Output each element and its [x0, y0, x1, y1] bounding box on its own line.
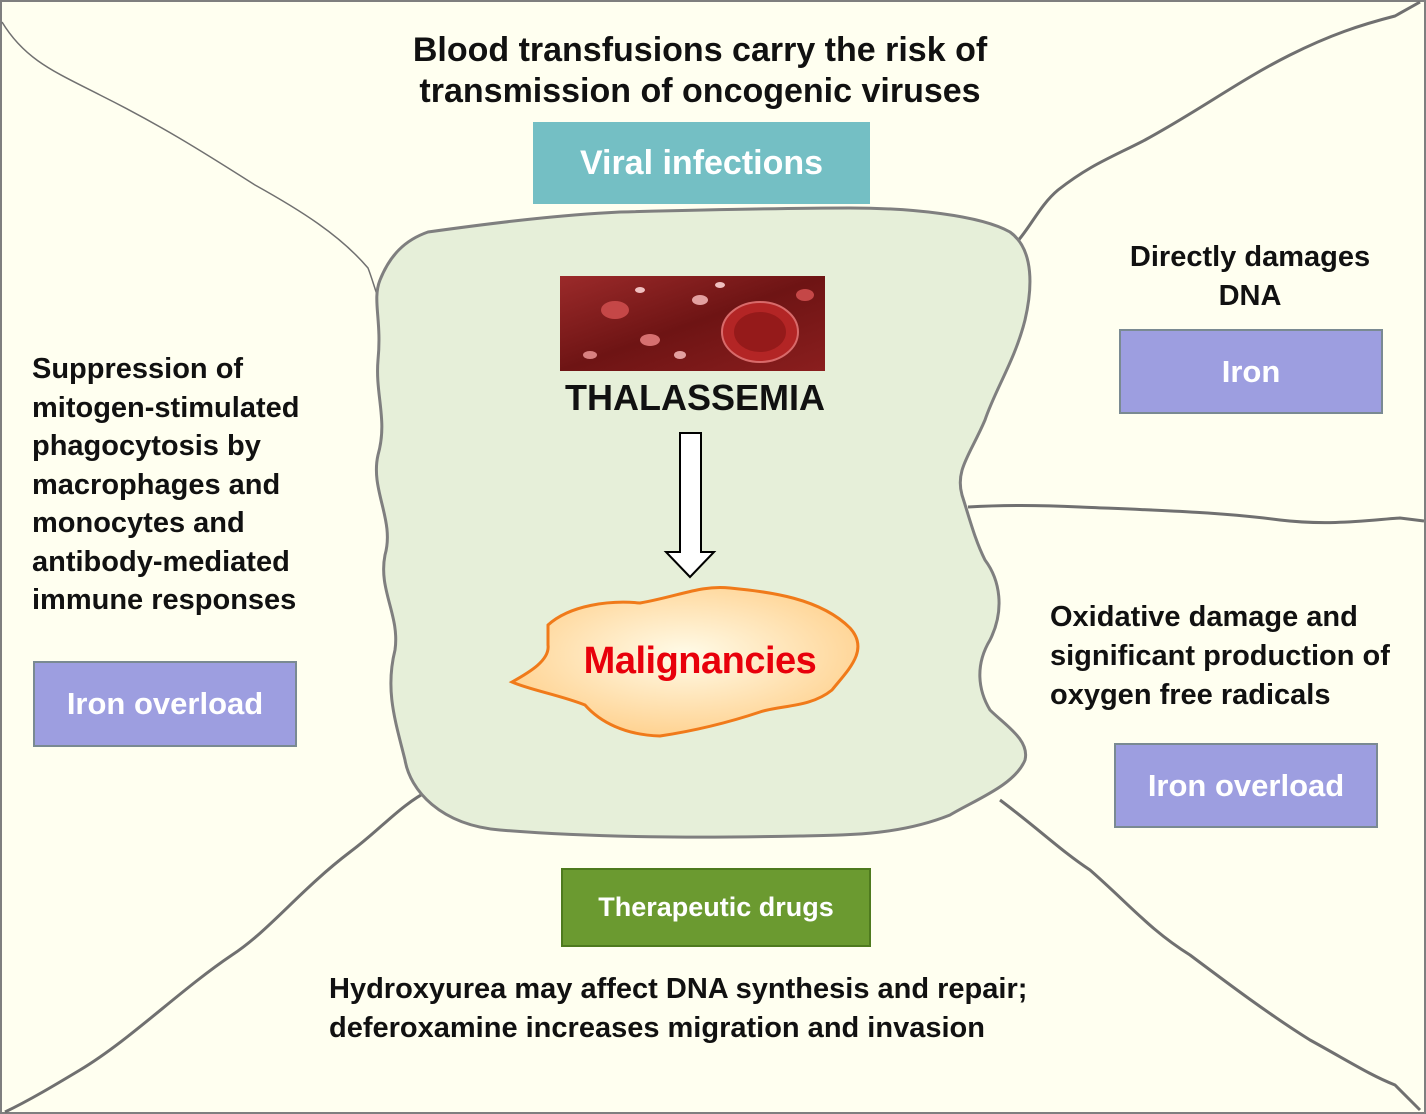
- divider-right-middle: [967, 504, 1425, 525]
- iron-description: Directly damages DNA: [1129, 241, 1371, 312]
- divider-top-right: [1014, 0, 1421, 245]
- down-arrow: [663, 432, 717, 579]
- iron-overload-box-left: Iron overload: [33, 661, 297, 747]
- blood-cells-image: [560, 276, 825, 371]
- iron-box: Iron: [1119, 329, 1383, 414]
- immune-description: Suppression of mitogen-stimulated phagoc…: [32, 353, 300, 616]
- oxidative-description: Oxidative damage and significant product…: [1050, 601, 1390, 711]
- divider-top-left: [1, 21, 381, 304]
- malignancies-label: Malignancies: [583, 640, 817, 682]
- divider-bottom-right: [999, 798, 1422, 1112]
- iron-overload-box-right: Iron overload: [1114, 743, 1378, 828]
- malignancies-shape: [508, 586, 860, 738]
- therapeutic-drugs-box: Therapeutic drugs: [561, 868, 871, 947]
- viral-infections-box: Viral infections: [533, 122, 870, 204]
- viral-description: Blood transfusions carry the risk of tra…: [412, 31, 988, 110]
- thalassemia-title: THALASSEMIA: [565, 377, 825, 418]
- drugs-description: Hydroxyurea may affect DNA synthesis and…: [329, 973, 1028, 1044]
- divider-bottom-left: [4, 788, 431, 1114]
